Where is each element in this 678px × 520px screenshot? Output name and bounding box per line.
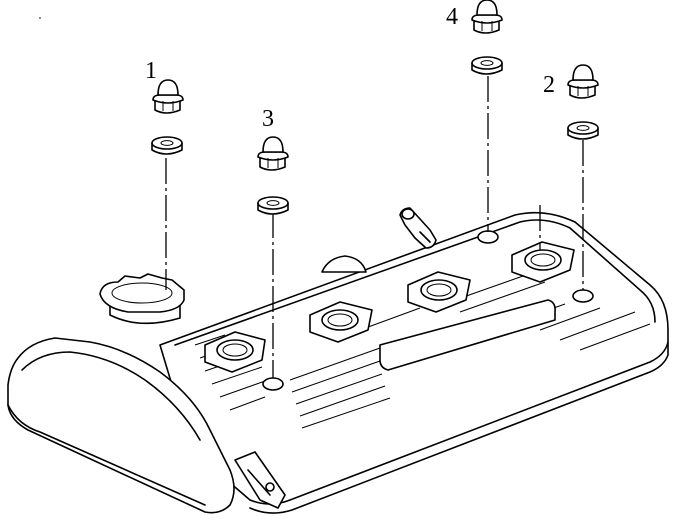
cap-nut-4 <box>471 0 503 34</box>
spark-plug-holes <box>204 241 575 373</box>
callout-3: 3 <box>262 106 274 132</box>
callout-labels: 1 2 3 4 <box>145 4 555 132</box>
alignment-lines <box>165 76 584 378</box>
washers <box>151 56 599 215</box>
spark-plug-hole <box>204 331 266 373</box>
washer-3 <box>257 196 289 215</box>
callout-4: 4 <box>446 4 458 30</box>
callout-1: 1 <box>145 58 157 84</box>
cap-nut-1 <box>152 79 184 114</box>
cap-nut-3 <box>257 136 289 171</box>
oil-filler-cap <box>99 273 185 325</box>
harness-clip <box>234 451 286 509</box>
washer-1 <box>151 136 183 155</box>
spark-plug-hole <box>511 241 575 283</box>
callout-2: 2 <box>543 72 555 98</box>
cover-name-plate <box>379 299 556 371</box>
stud-hole-2 <box>572 289 594 303</box>
stud-hole-3 <box>262 377 284 391</box>
washer-2 <box>567 121 599 140</box>
washer-4 <box>471 56 503 75</box>
breather-tube <box>399 207 437 249</box>
cap-nut-2 <box>567 64 599 99</box>
stud-hole-4 <box>477 230 499 244</box>
spark-plug-hole <box>309 301 373 343</box>
cap-nuts <box>152 0 599 171</box>
speck-mark <box>39 17 41 19</box>
cylinder-head-cover <box>7 207 669 514</box>
spark-plug-hole <box>407 271 471 313</box>
